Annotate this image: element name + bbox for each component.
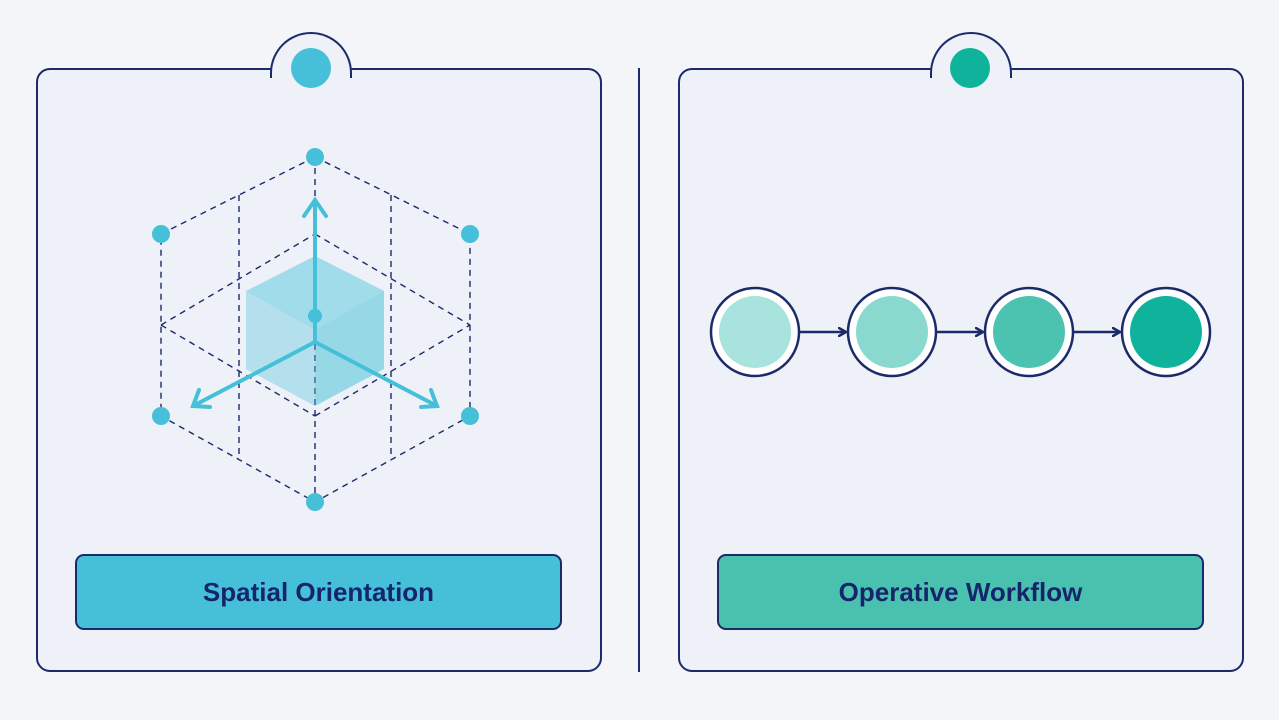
3d-axes-cube-icon	[152, 148, 479, 511]
spatial-orientation-card: Spatial Orientation	[36, 32, 602, 672]
operative-workflow-card: Operative Workflow	[678, 32, 1244, 672]
workflow-step-3-fill	[993, 296, 1065, 368]
workflow-step-1-fill	[719, 296, 791, 368]
panel-label-text: Operative Workflow	[838, 576, 1083, 607]
spatial-orientation-label: Spatial Orientation	[75, 554, 562, 630]
workflow-step-2-fill	[856, 296, 928, 368]
center-divider	[638, 68, 640, 672]
panel-label-text: Spatial Orientation	[202, 576, 435, 607]
card-indicator-dot	[291, 48, 331, 88]
workflow-step-4-fill	[1130, 296, 1202, 368]
card-indicator-dot	[950, 48, 990, 88]
operative-workflow-label: Operative Workflow	[717, 554, 1204, 630]
workflow-steps-icon	[709, 286, 1212, 378]
